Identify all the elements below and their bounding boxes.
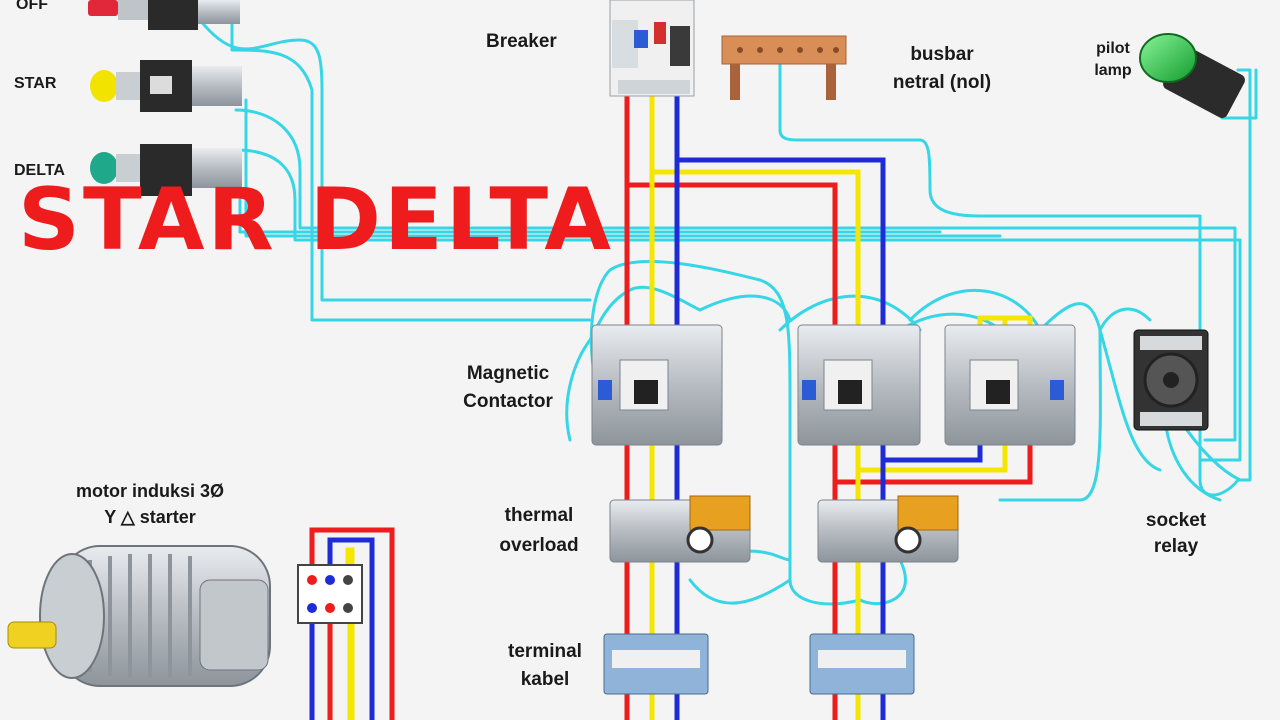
page-title: STAR DELTA <box>18 170 614 270</box>
phase-r-wire <box>832 437 1033 485</box>
magnetic-contactor-delta <box>797 324 921 446</box>
push-button-delta-label: DELTA <box>14 162 65 179</box>
motor-label-line1: motor induksi 3Ø <box>75 481 225 501</box>
pilot-lamp-label-line1: pilot <box>1096 40 1130 57</box>
contactor-label-line1: Magnetic <box>466 363 550 384</box>
busbar-label-line1: busbar <box>910 44 974 65</box>
phase-s-wire <box>855 437 1008 473</box>
terminal-kabel-2 <box>809 633 915 695</box>
push-button-star-label: STAR <box>14 75 57 92</box>
terminal-kabel-1 <box>603 633 709 695</box>
thermal-overload-1 <box>609 495 751 563</box>
push-button-off <box>88 0 240 30</box>
breaker-label: Breaker <box>486 31 557 52</box>
contactor-label-line2: Contactor <box>463 391 553 412</box>
busbar-label-line2: netral (nol) <box>892 72 992 93</box>
overload-label-line2: overload <box>499 535 579 556</box>
push-button-off-label: OFF <box>16 0 48 13</box>
breaker <box>609 0 695 97</box>
phase-t-wire <box>880 437 983 463</box>
push-button-delta <box>90 144 242 196</box>
pilot-lamp <box>1139 33 1245 118</box>
socket-relay-label-line2: relay <box>1153 536 1199 557</box>
induction-motor <box>7 545 271 687</box>
busbar-netral <box>721 35 847 100</box>
socket-relay <box>1133 329 1209 431</box>
magnetic-contactor-star <box>944 324 1076 446</box>
overload-label-line1: thermal <box>504 505 574 526</box>
terminal-label-line2: kabel <box>520 669 570 690</box>
motor-terminal-box <box>297 564 363 624</box>
magnetic-contactor-main <box>591 324 723 446</box>
thermal-overload-2 <box>817 495 959 563</box>
terminal-label-line1: terminal <box>508 641 582 662</box>
push-button-star <box>90 60 242 112</box>
socket-relay-label-line1: socket <box>1145 510 1207 531</box>
motor-label-line2: Y △ starter <box>104 507 196 527</box>
pilot-lamp-label-line2: lamp <box>1094 62 1132 79</box>
